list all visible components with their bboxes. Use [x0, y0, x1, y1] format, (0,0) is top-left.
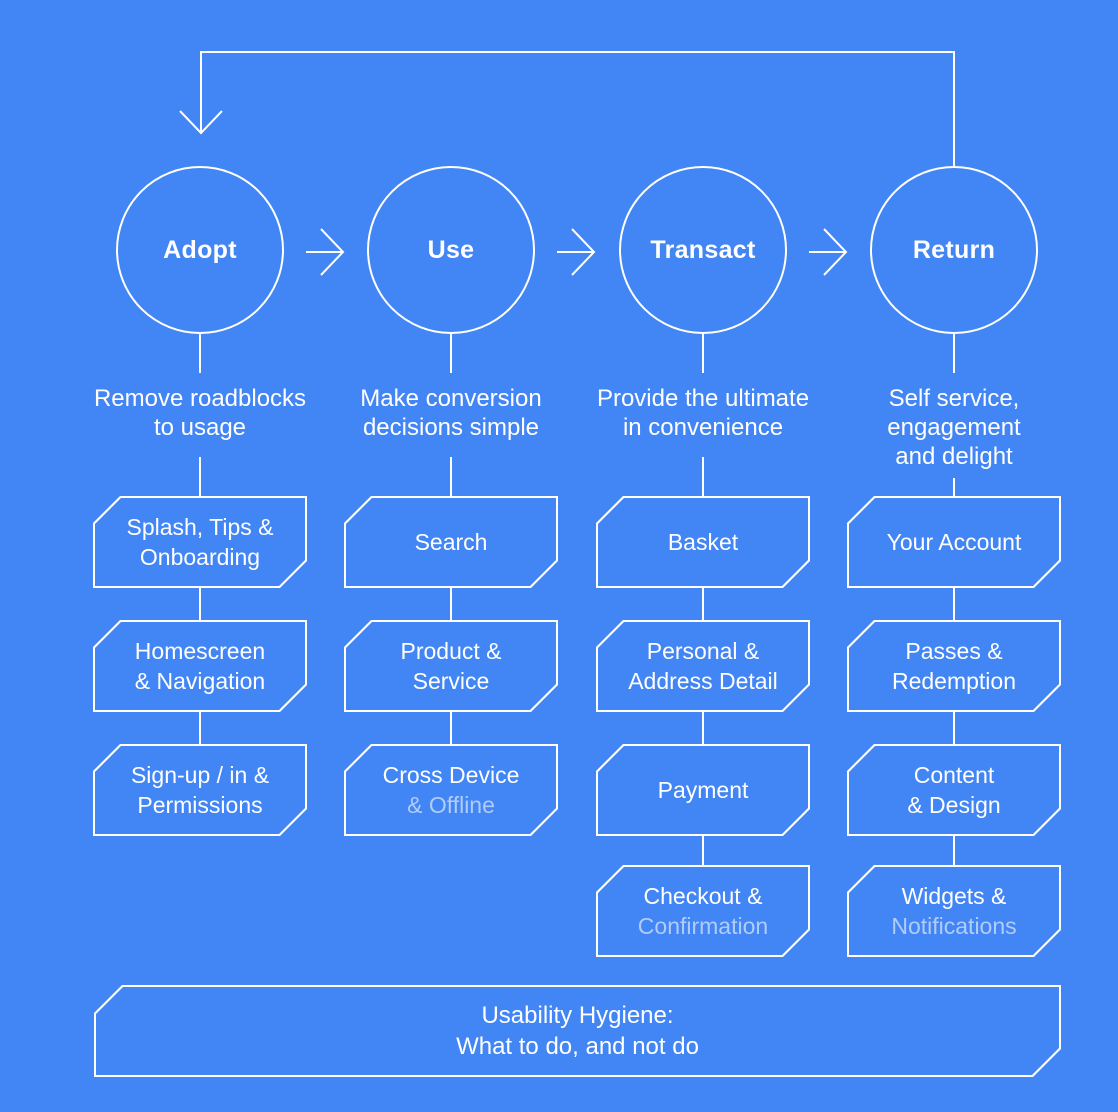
- step-box-line: Personal &: [646, 638, 760, 664]
- step-box-line: Splash, Tips &: [126, 514, 274, 540]
- connector-line: [199, 588, 955, 620]
- step-box-line: & Design: [907, 792, 1001, 818]
- step-box-line: Permissions: [137, 792, 263, 818]
- stage-label: Adopt: [163, 235, 237, 264]
- step-box-line: Service: [412, 668, 490, 694]
- step-box-cross-device-offline: Cross Device & Offline: [344, 744, 558, 836]
- right-arrow-icon: [557, 228, 596, 276]
- stage-column-return: Return Self service, engagement and deli…: [847, 166, 1061, 966]
- right-arrow-icon: [306, 228, 345, 276]
- step-box-product-service: Product & Service: [344, 620, 558, 712]
- stage-description-line: Self service,: [888, 385, 1020, 412]
- stage-description-line: and delight: [895, 443, 1013, 470]
- stage-description: Make conversion decisions simple: [322, 384, 580, 442]
- stage-column-use: Use Make conversion decisions simple Sea…: [344, 166, 558, 966]
- connector-line: [702, 836, 955, 865]
- step-box-basket: Basket: [596, 496, 810, 588]
- step-box-personal-address-detail: Personal & Address Detail: [596, 620, 810, 712]
- step-box-line: Notifications: [891, 913, 1017, 939]
- stage-description-line: Provide the ultimate: [596, 385, 810, 412]
- step-box-line: Sign-up / in &: [130, 762, 270, 788]
- step-box-line: Passes &: [905, 638, 1003, 664]
- right-arrow-icon: [809, 228, 848, 276]
- step-box-content-design: Content & Design: [847, 744, 1061, 836]
- stage-description-line: decisions simple: [362, 414, 540, 441]
- step-box-homescreen-navigation: Homescreen & Navigation: [93, 620, 307, 712]
- step-box-line: Basket: [667, 529, 739, 555]
- step-box-line: Redemption: [891, 668, 1017, 694]
- stage-description-line: to usage: [153, 414, 247, 441]
- stage-column-transact: Transact Provide the ultimate in conveni…: [596, 166, 810, 966]
- stage-description-line: engagement: [887, 414, 1021, 441]
- step-box-splash-tips-onboarding: Splash, Tips & Onboarding: [93, 496, 307, 588]
- step-box-line: Content: [913, 762, 995, 788]
- step-box-line: & Offline: [407, 792, 495, 818]
- stage-label: Return: [912, 235, 996, 264]
- stage-description-line: Make conversion: [360, 385, 542, 412]
- stage-description-line: in convenience: [622, 414, 784, 441]
- step-box-signup-permissions: Sign-up / in & Permissions: [93, 744, 307, 836]
- step-box-line: Cross Device: [382, 762, 520, 788]
- stage-node-return: Return: [870, 166, 1038, 334]
- step-box-payment: Payment: [596, 744, 810, 836]
- step-box-your-account: Your Account: [847, 496, 1061, 588]
- connector-line: [199, 712, 955, 744]
- step-box-line: Confirmation: [637, 913, 769, 939]
- step-box-passes-redemption: Passes & Redemption: [847, 620, 1061, 712]
- step-box-search: Search: [344, 496, 558, 588]
- stage-node-use: Use: [367, 166, 535, 334]
- step-box-line: & Navigation: [134, 668, 266, 694]
- stage-column-adopt: Adopt Remove roadblocks to usage Splash,…: [93, 166, 307, 966]
- step-box-checkout-confirmation: Checkout & Confirmation: [596, 865, 810, 957]
- step-box-line: Payment: [657, 777, 749, 803]
- step-box-line: Search: [414, 529, 488, 555]
- footer-line: What to do, and not do: [456, 1033, 699, 1060]
- step-box-line: Checkout &: [643, 883, 763, 909]
- stage-description-line: Remove roadblocks: [93, 385, 307, 412]
- connector-line: [199, 457, 955, 497]
- step-box-line: Address Detail: [628, 668, 778, 694]
- stage-description: Self service, engagement and delight: [825, 384, 1083, 471]
- stage-label: Transact: [650, 235, 756, 264]
- stage-node-adopt: Adopt: [116, 166, 284, 334]
- step-box-line: Your Account: [886, 529, 1022, 555]
- stage-description: Provide the ultimate in convenience: [574, 384, 832, 442]
- step-box-widgets-notifications: Widgets & Notifications: [847, 865, 1061, 957]
- stage-description: Remove roadblocks to usage: [71, 384, 329, 442]
- connector-line: [199, 334, 955, 373]
- step-box-line: Onboarding: [139, 544, 261, 570]
- step-box-line: Widgets &: [901, 883, 1007, 909]
- loop-arrow-icon: [179, 51, 955, 166]
- usability-hygiene-bar: Usability Hygiene: What to do, and not d…: [94, 985, 1061, 1077]
- step-box-line: Homescreen: [134, 638, 266, 664]
- stage-node-transact: Transact: [619, 166, 787, 334]
- stage-label: Use: [427, 235, 475, 264]
- step-box-line: Product &: [400, 638, 502, 664]
- footer-line: Usability Hygiene:: [481, 1002, 674, 1029]
